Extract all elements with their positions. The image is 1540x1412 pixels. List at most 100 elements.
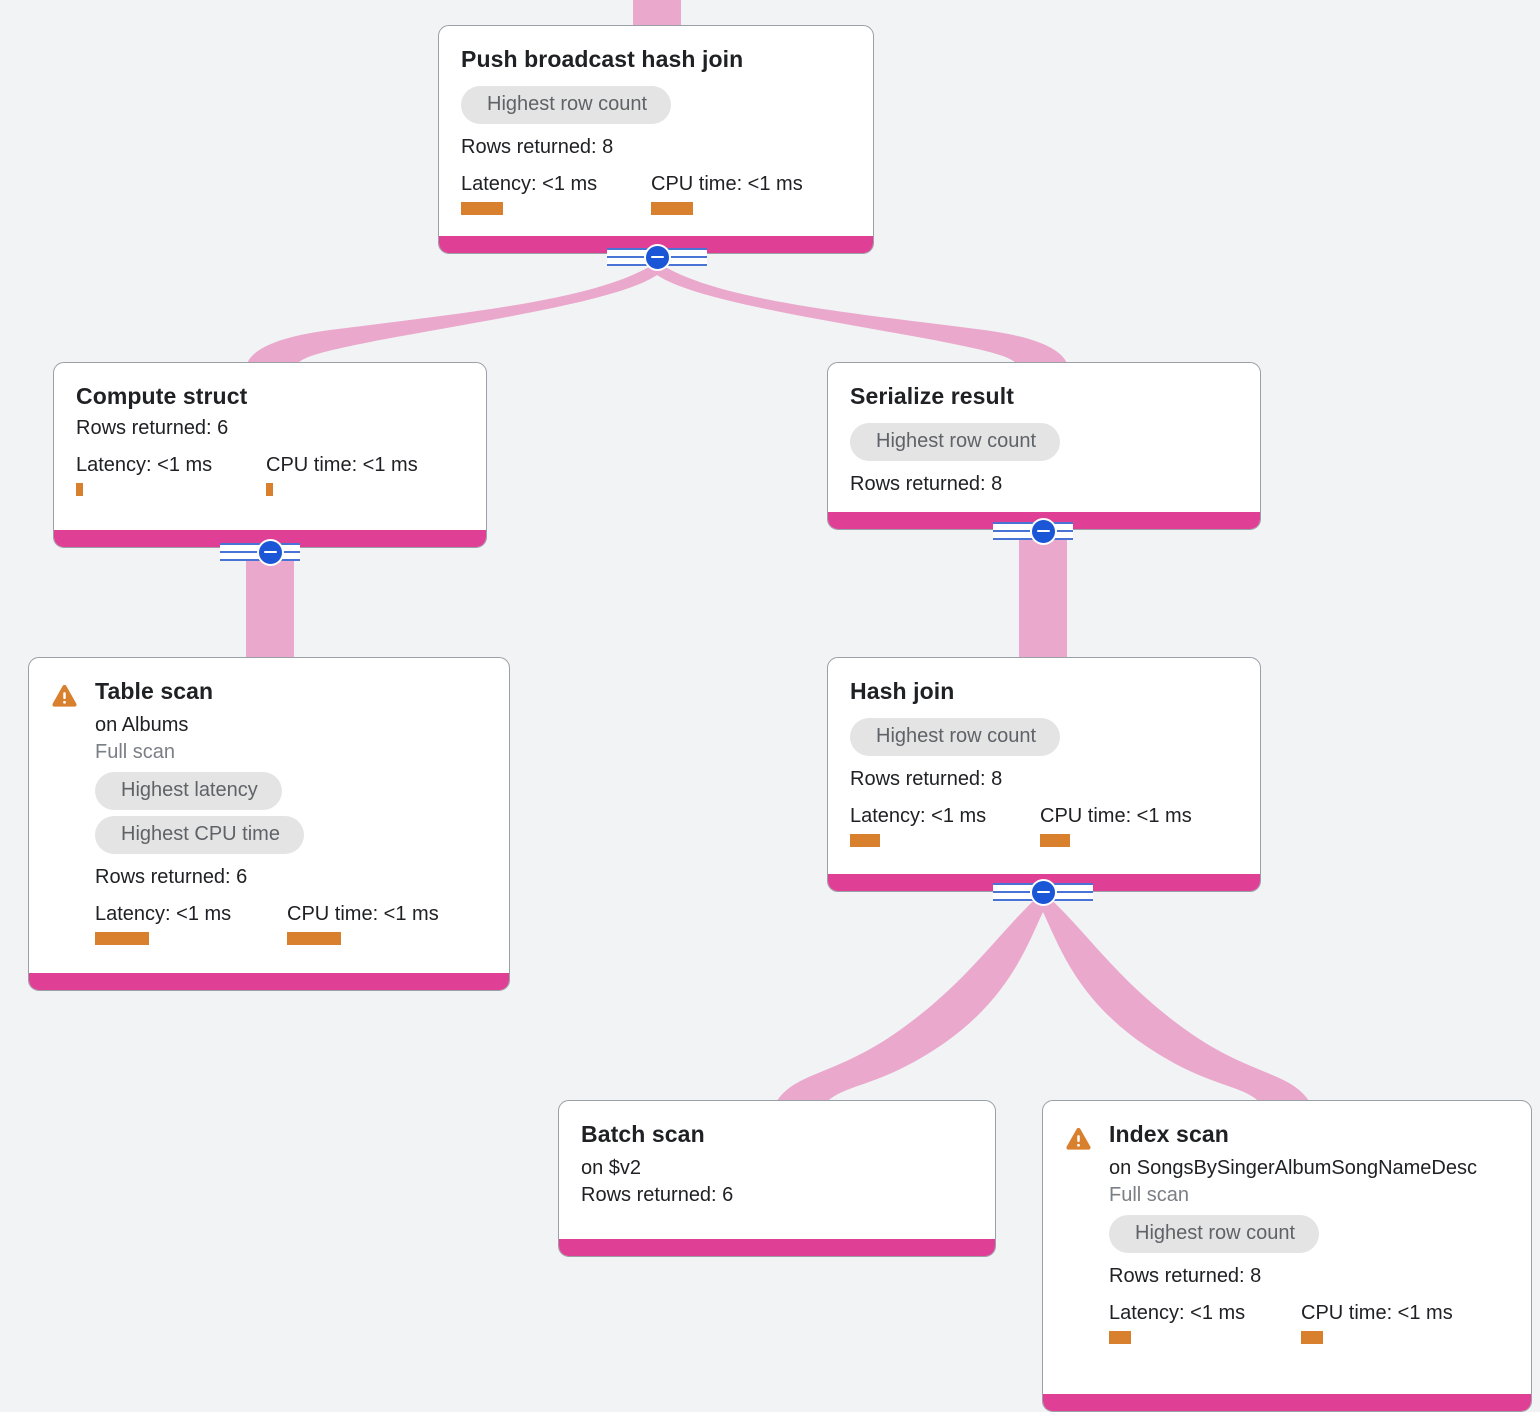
cpu-label: CPU time: <1 ms [1040,805,1192,828]
rows-returned: Rows returned: 8 [850,768,1003,791]
node-batch-scan[interactable]: Batch scan on $v2 Rows returned: 6 [558,1100,996,1257]
rows-returned: Rows returned: 8 [461,136,614,159]
edge-root-to-compute-struct [246,262,657,366]
collapse-minus-icon[interactable] [643,243,671,271]
node-body: Index scan on SongsBySingerAlbumSongName… [1043,1101,1531,1394]
node-footer-bar [1043,1394,1531,1411]
latency-label: Latency: <1 ms [1109,1302,1246,1325]
node-title: Batch scan [581,1121,705,1147]
rows-returned: Rows returned: 6 [95,866,248,889]
latency-metric: Latency: <1 ms [461,173,651,216]
status-badge: Highest row count [850,423,1061,462]
latency-metric: Latency: <1 ms [850,805,1040,848]
metrics-row: Latency: <1 ms CPU time: <1 ms [95,903,487,946]
node-content: Hash join Highest row count Rows returne… [850,678,1238,860]
latency-label: Latency: <1 ms [76,454,213,477]
node-title: Hash join [850,678,955,704]
node-body: Table scan on Albums Full scan Highest l… [29,658,509,973]
node-target: on $v2 [581,1157,642,1180]
node-table-scan[interactable]: Table scan on Albums Full scan Highest l… [28,657,510,991]
node-title: Compute struct [76,383,248,409]
latency-label: Latency: <1 ms [95,903,232,926]
node-content: Compute struct Rows returned: 6 Latency:… [76,383,464,516]
edge-compute-struct-to-table-scan [246,548,294,668]
node-target: on Albums [95,714,189,737]
collapse-minus-icon[interactable] [1029,878,1057,906]
node-body: Compute struct Rows returned: 6 Latency:… [54,363,486,530]
node-target: on SongsBySingerAlbumSongNameDesc [1109,1157,1477,1180]
warning-column [51,678,95,959]
cpu-label: CPU time: <1 ms [266,454,418,477]
status-badge-cpu: Highest CPU time [95,816,304,855]
node-body: Serialize result Highest row count Rows … [828,363,1260,512]
node-scan-type: Full scan [95,741,176,764]
latency-label: Latency: <1 ms [850,805,987,828]
cpu-label: CPU time: <1 ms [651,173,803,196]
cpu-label: CPU time: <1 ms [1301,1302,1453,1325]
node-footer-bar [559,1239,995,1256]
cpu-metric: CPU time: <1 ms [266,454,418,497]
edge-serialize-result-to-hash-join [1019,530,1067,670]
latency-bar [461,202,503,216]
cpu-bar [266,483,273,497]
status-badge: Highest row count [850,718,1061,757]
rows-returned: Rows returned: 6 [581,1184,734,1207]
warning-column [1065,1121,1109,1380]
collapse-toggle-push-broadcast-hash-join[interactable] [607,243,707,271]
cpu-bar [651,202,693,216]
edge-hash-join-to-index-scan [1043,892,1314,1110]
collapse-minus-icon[interactable] [1029,517,1057,545]
node-content: Table scan on Albums Full scan Highest l… [95,678,487,959]
collapse-minus-icon[interactable] [256,538,284,566]
node-body: Push broadcast hash join Highest row cou… [439,26,873,236]
latency-metric: Latency: <1 ms [95,903,287,946]
cpu-metric: CPU time: <1 ms [1040,805,1192,848]
node-compute-struct[interactable]: Compute struct Rows returned: 6 Latency:… [53,362,487,548]
status-badge-latency: Highest latency [95,772,282,811]
status-badge: Highest row count [461,86,672,125]
edge-hash-join-to-batch-scan [772,892,1043,1110]
metrics-row: Latency: <1 ms CPU time: <1 ms [850,805,1238,848]
metrics-row: Latency: <1 ms CPU time: <1 ms [1109,1302,1509,1345]
node-content: Serialize result Highest row count Rows … [850,383,1238,498]
warning-triangle-icon [1066,1127,1091,1150]
latency-bar [850,834,880,848]
node-title: Serialize result [850,383,1014,409]
node-scan-type: Full scan [1109,1184,1190,1207]
rows-returned: Rows returned: 8 [1109,1265,1262,1288]
collapse-toggle-compute-struct[interactable] [220,538,320,566]
node-body: Hash join Highest row count Rows returne… [828,658,1260,874]
latency-bar [95,932,149,946]
rows-returned: Rows returned: 6 [76,417,229,440]
metrics-row: Latency: <1 ms CPU time: <1 ms [461,173,851,216]
node-content: Batch scan on $v2 Rows returned: 6 [581,1121,973,1225]
node-body: Batch scan on $v2 Rows returned: 6 [559,1101,995,1239]
node-hash-join[interactable]: Hash join Highest row count Rows returne… [827,657,1261,892]
node-serialize-result[interactable]: Serialize result Highest row count Rows … [827,362,1261,530]
collapse-toggle-serialize-result[interactable] [993,517,1093,545]
edge-root-to-serialize-result [657,262,1068,366]
node-title: Table scan [95,678,214,704]
cpu-metric: CPU time: <1 ms [287,903,439,946]
node-content: Push broadcast hash join Highest row cou… [461,46,851,222]
cpu-label: CPU time: <1 ms [287,903,439,926]
cpu-metric: CPU time: <1 ms [1301,1302,1453,1345]
latency-bar [76,483,83,497]
cpu-bar [287,932,341,946]
node-title: Index scan [1109,1121,1229,1147]
collapse-toggle-hash-join[interactable] [993,878,1093,906]
cpu-bar [1040,834,1070,848]
cpu-bar [1301,1331,1323,1345]
node-footer-bar [29,973,509,990]
node-push-broadcast-hash-join[interactable]: Push broadcast hash join Highest row cou… [438,25,874,254]
status-badge: Highest row count [1109,1215,1320,1254]
node-content: Index scan on SongsBySingerAlbumSongName… [1109,1121,1509,1380]
node-index-scan[interactable]: Index scan on SongsBySingerAlbumSongName… [1042,1100,1532,1412]
warning-triangle-icon [52,684,77,707]
node-title: Push broadcast hash join [461,46,744,72]
latency-bar [1109,1331,1131,1345]
latency-metric: Latency: <1 ms [76,454,266,497]
latency-label: Latency: <1 ms [461,173,598,196]
latency-metric: Latency: <1 ms [1109,1302,1301,1345]
